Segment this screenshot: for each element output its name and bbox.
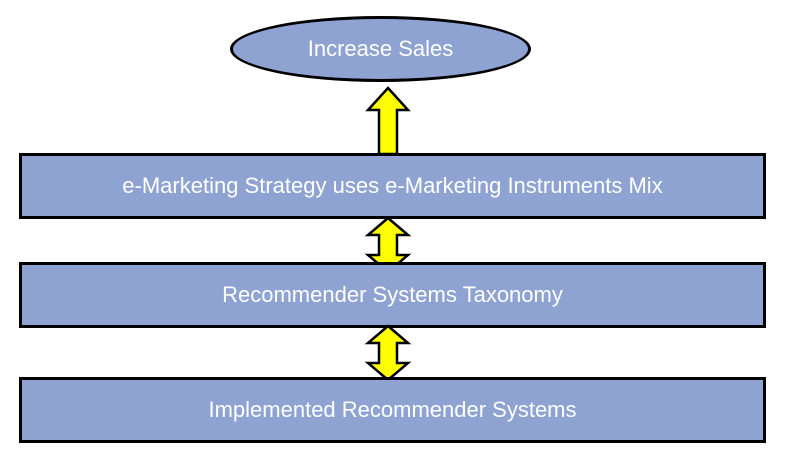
- strategy-label: e-Marketing Strategy uses e-Marketing In…: [122, 173, 663, 198]
- goal-ellipse: Increase Sales: [230, 16, 531, 82]
- goal-label: Increase Sales: [307, 36, 454, 61]
- up-arrow-icon: [365, 86, 411, 156]
- strategy-box: e-Marketing Strategy uses e-Marketing In…: [19, 153, 766, 219]
- taxonomy-label: Recommender Systems Taxonomy: [222, 282, 563, 307]
- implemented-label: Implemented Recommender Systems: [208, 397, 577, 422]
- double-arrow-icon: [364, 324, 412, 382]
- implemented-box: Implemented Recommender Systems: [19, 377, 766, 443]
- taxonomy-box: Recommender Systems Taxonomy: [19, 262, 766, 328]
